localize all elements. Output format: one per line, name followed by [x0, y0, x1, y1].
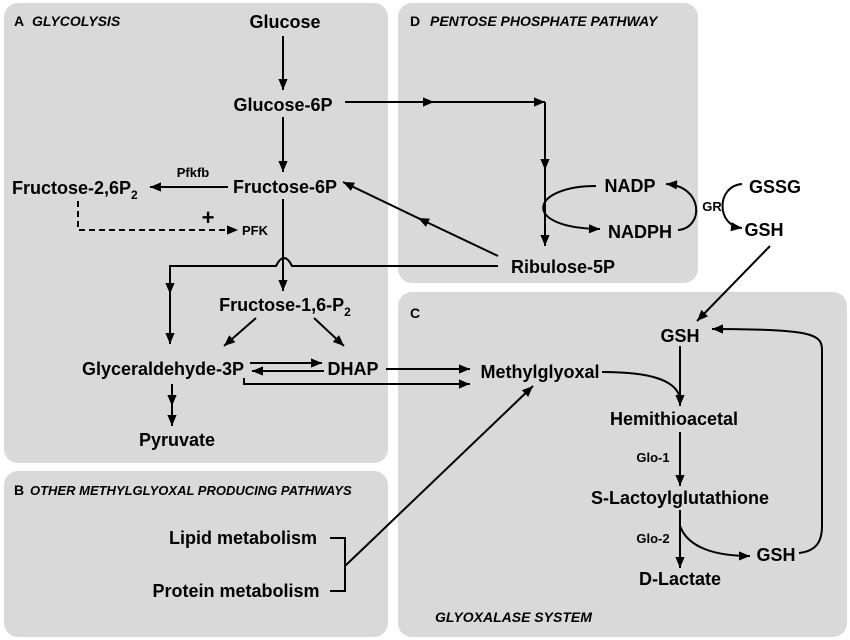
edge-segment [417, 217, 499, 257]
arrowhead [224, 335, 236, 346]
enzyme-pfk: PFK [242, 223, 269, 238]
arrowhead [418, 218, 430, 227]
edge-methylglyoxal-to-hemithioacetal [601, 371, 681, 399]
arrowhead [712, 324, 724, 334]
node-gssg: GSSG [749, 177, 801, 197]
arrowhead [738, 551, 750, 561]
arrowhead [252, 366, 263, 376]
panel-pentose-phosphate-letter: D [410, 13, 420, 29]
arrowhead [423, 97, 434, 107]
edge-gsh-ppp-to-gsh-glyoxalase [696, 245, 771, 322]
node-methylglyoxal: Methylglyoxal [480, 362, 599, 382]
node-fructose-1-6-bisphosphate: Fructose-1,6-P2 [219, 295, 351, 319]
arrowhead [278, 280, 288, 291]
arrowhead [521, 386, 533, 397]
edge-segment [342, 181, 421, 220]
panel-glycolysis-background [4, 3, 388, 463]
pfk-activation-plus: + [202, 205, 215, 230]
node-d-lactate: D-Lactate [639, 569, 721, 589]
arrowhead [165, 283, 175, 294]
panel-other-pathways: B OTHER METHYLGLYOXAL PRODUCING PATHWAYS [4, 471, 388, 637]
arrowhead [167, 395, 177, 406]
arrowhead [730, 222, 742, 232]
panel-glycolysis: A GLYCOLYSIS [4, 3, 388, 463]
node-gsh-ppp: GSH [744, 220, 783, 240]
node-glyceraldehyde-3p: Glyceraldehyde-3P [82, 359, 244, 379]
arrowhead [332, 335, 344, 346]
node-fructose-1-6-bisphosphate-main: Fructose-1,6-P [219, 295, 344, 315]
arrowhead [666, 180, 678, 190]
edge-glyceraldehyde-3p-to-methylglyoxal [243, 378, 470, 385]
enzyme-glo1: Glo-1 [636, 450, 669, 465]
arrowhead [167, 415, 177, 426]
edges [77, 36, 823, 592]
edge-gssg-to-gsh [721, 183, 743, 229]
panel-glycolysis-title: GLYCOLYSIS [32, 13, 121, 29]
bracket-lipid-protein-metabolism [330, 537, 346, 592]
edge-fructose-2-6-bisphosphate-to-pfk [77, 201, 238, 231]
panel-glyoxalase-background [398, 292, 847, 637]
node-fructose-6p: Fructose-6P [233, 177, 337, 197]
arrowhead [150, 182, 161, 192]
node-ribulose-5p: Ribulose-5P [511, 257, 615, 277]
node-glucose: Glucose [249, 12, 320, 32]
node-fructose-2-6-bisphosphate-main: Fructose-2,6P [12, 178, 131, 198]
edge-other-pathways-to-methylglyoxal [344, 385, 534, 567]
panel-glycolysis-letter: A [14, 13, 24, 29]
arrowhead [588, 224, 600, 234]
arrowhead [540, 159, 550, 170]
arrowhead [675, 395, 685, 406]
edge-gsh-recycle [711, 328, 823, 554]
panel-other-pathways-title: OTHER METHYLGLYOXAL PRODUCING PATHWAYS [30, 483, 352, 498]
arrowhead [278, 79, 288, 90]
arrowhead [697, 309, 708, 321]
edge-glyceraldehyde-3p-to-pyruvate [167, 384, 177, 426]
arrowhead [165, 333, 175, 344]
panel-glyoxalase-title: GLYOXALASE SYSTEM [435, 609, 592, 625]
node-gsh-glyoxalase-right: GSH [756, 545, 795, 565]
panel-pentose-phosphate-background [398, 3, 698, 283]
node-hemithioacetal: Hemithioacetal [610, 409, 738, 429]
panel-other-pathways-letter: B [14, 482, 24, 498]
arrowhead [227, 225, 238, 235]
arrowhead [278, 161, 288, 172]
panel-glyoxalase: C GLYOXALASE SYSTEM [398, 292, 847, 637]
arrowhead [540, 235, 550, 246]
node-protein-metabolism: Protein metabolism [152, 581, 319, 601]
node-nadph: NADPH [608, 222, 672, 242]
arrowhead [675, 557, 685, 568]
node-dhap: DHAP [327, 359, 378, 379]
enzyme-pfkfb: Pfkfb [177, 165, 210, 180]
node-fructose-2-6-bisphosphate-subscript: 2 [131, 188, 138, 202]
panel-glyoxalase-letter: C [410, 305, 420, 321]
node-fructose-2-6-bisphosphate: Fructose-2,6P2 [12, 178, 138, 202]
edge-glucose-6p-to-pentose-phosphate [345, 97, 550, 246]
node-nadp: NADP [604, 176, 655, 196]
arrowhead [459, 364, 470, 374]
arrowhead [311, 358, 322, 368]
arrowhead [459, 379, 470, 389]
panel-other-pathways-background [4, 471, 388, 637]
node-pyruvate: Pyruvate [139, 430, 215, 450]
edge-nadp-to-nadph [542, 185, 601, 230]
enzyme-gr: GR [702, 199, 722, 214]
node-glucose-6p: Glucose-6P [233, 95, 332, 115]
enzyme-glo2: Glo-2 [636, 531, 669, 546]
arrowhead [534, 97, 545, 107]
arrowhead [675, 475, 685, 486]
node-lipid-metabolism: Lipid metabolism [169, 528, 317, 548]
panel-pentose-phosphate: D PENTOSE PHOSPHATE PATHWAY [398, 3, 698, 283]
edge-ribulose-5p-to-fructose-6p [342, 181, 499, 257]
node-fructose-1-6-bisphosphate-subscript: 2 [344, 305, 351, 319]
arrowhead [343, 182, 355, 191]
node-s-lactoylglutathione: S-Lactoylglutathione [591, 488, 769, 508]
panel-pentose-phosphate-title: PENTOSE PHOSPHATE PATHWAY [430, 13, 659, 29]
node-gsh-glyoxalase-top: GSH [660, 326, 699, 346]
